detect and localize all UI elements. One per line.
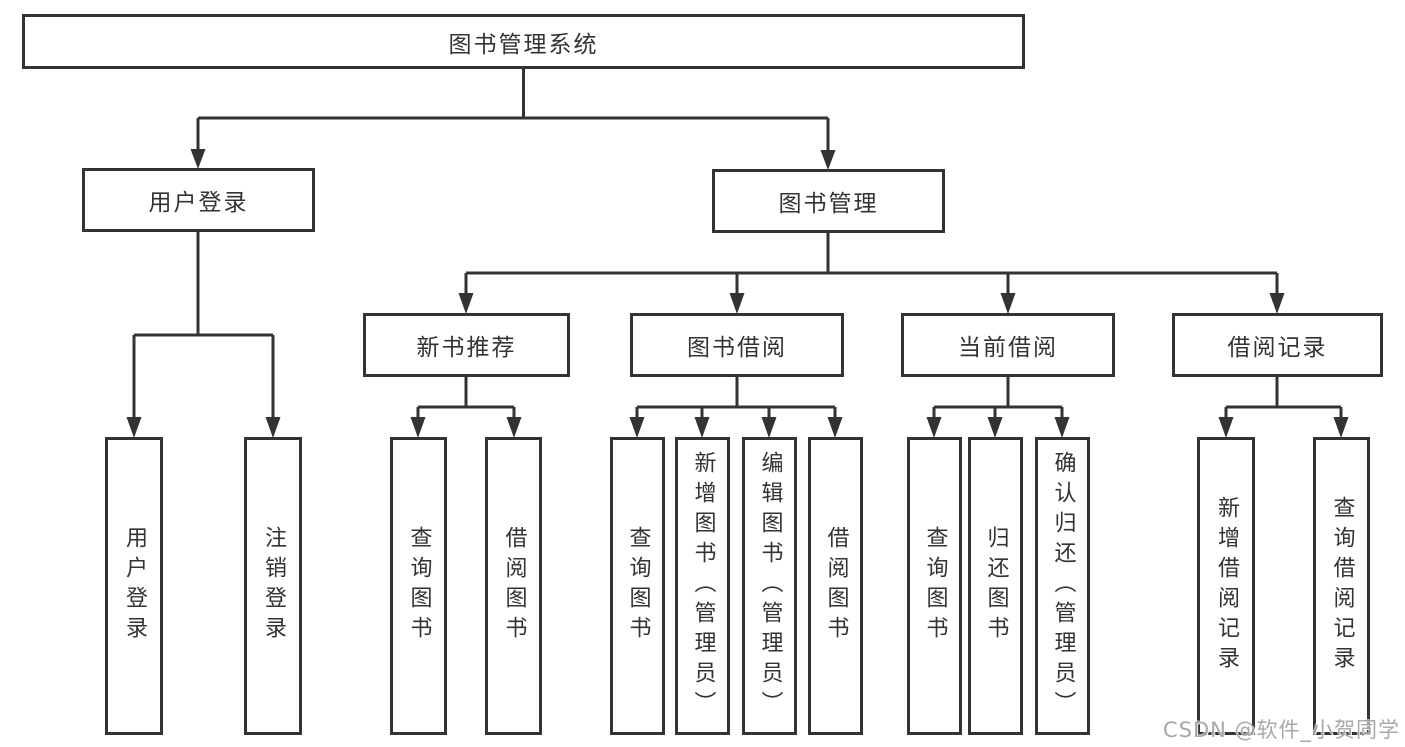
node-label: 查询图书 (922, 526, 948, 646)
leaf-current-return-books: 归还图书 (968, 437, 1023, 735)
node-label: 当前借阅 (958, 335, 1058, 361)
node-label: 新书推荐 (416, 335, 517, 361)
node-label: 图书管理系统 (448, 31, 599, 58)
arrowheads (126, 149, 1349, 438)
node-label: 查询图书 (406, 526, 432, 646)
csdn-watermark: CSDN @软件_小贺同学 (1163, 718, 1401, 742)
node-book-borrow: 图书借阅 (630, 313, 844, 377)
node-new-book-recommend: 新书推荐 (363, 313, 570, 377)
node-label: 查询借阅记录 (1329, 496, 1355, 676)
leaf-recommend-query-books: 查询图书 (390, 437, 447, 735)
node-label: 借阅记录 (1227, 335, 1328, 361)
leaf-borrow-borrow-books: 借阅图书 (808, 437, 863, 735)
node-root-system: 图书管理系统 (22, 14, 1025, 69)
node-label: 归还图书 (983, 526, 1009, 646)
node-label: 借阅图书 (501, 526, 527, 646)
leaf-current-confirm-return-admin: 确认归还（管理员） (1035, 437, 1090, 735)
node-label: 用户登录 (122, 526, 147, 646)
node-current-borrow: 当前借阅 (901, 313, 1115, 377)
node-label: 确认归还（管理员） (1050, 451, 1076, 721)
leaf-borrow-edit-books-admin: 编辑图书（管理员） (742, 437, 797, 735)
node-label: 图书借阅 (687, 335, 787, 361)
leaf-query-borrow-record: 查询借阅记录 (1313, 437, 1370, 735)
node-user-login: 用户登录 (82, 168, 315, 232)
leaf-borrow-add-books-admin: 新增图书（管理员） (675, 437, 730, 735)
node-book-management: 图书管理 (712, 169, 945, 233)
leaf-logout: 注销登录 (244, 437, 302, 735)
leaf-recommend-borrow-books: 借阅图书 (485, 437, 542, 735)
leaf-borrow-query-books: 查询图书 (610, 437, 665, 735)
node-label: 新增借阅记录 (1214, 496, 1239, 676)
node-label: 查询图书 (625, 526, 651, 646)
node-label: 用户登录 (148, 190, 249, 216)
leaf-current-query-books: 查询图书 (907, 437, 962, 735)
leaf-add-borrow-record: 新增借阅记录 (1197, 437, 1255, 735)
node-label: 图书管理 (778, 191, 879, 217)
node-borrow-records: 借阅记录 (1172, 313, 1383, 377)
node-label: 新增图书（管理员） (690, 451, 716, 721)
leaf-user-login: 用户登录 (105, 437, 163, 735)
node-label: 注销登录 (261, 526, 286, 646)
node-label: 编辑图书（管理员） (757, 451, 783, 721)
node-label: 借阅图书 (823, 526, 849, 646)
